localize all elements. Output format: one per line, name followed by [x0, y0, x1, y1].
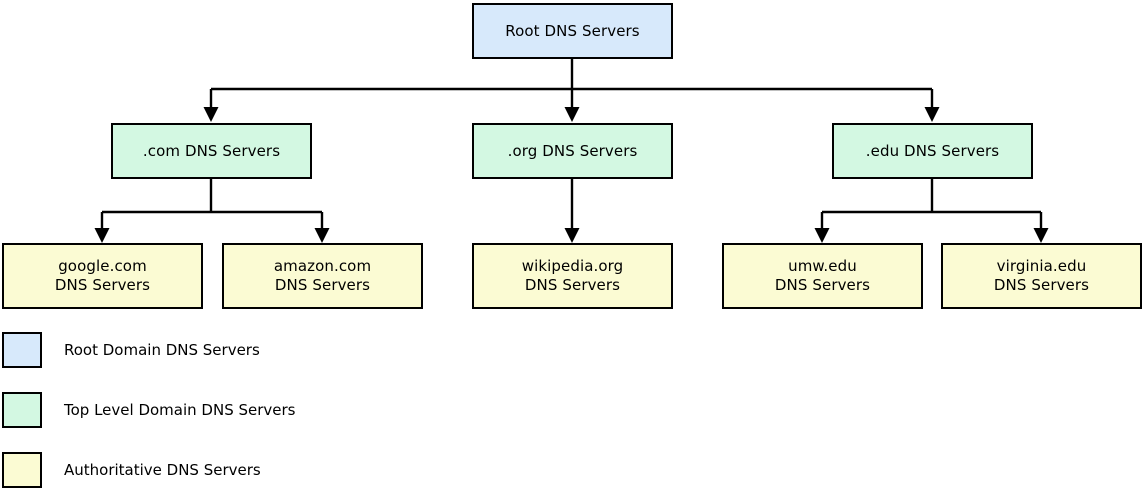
legend-swatch-root-domain	[2, 332, 42, 368]
edge-com-to-children	[94, 179, 330, 243]
node-label: .edu DNS Servers	[865, 141, 1000, 160]
node-com-dns-servers[interactable]: .com DNS Servers	[111, 123, 312, 179]
legend-item-top-level-domain: Top Level Domain DNS Servers	[2, 392, 295, 428]
legend-label: Authoritative DNS Servers	[64, 461, 261, 479]
node-wikipedia-org-dns-servers[interactable]: wikipedia.org DNS Servers	[472, 243, 673, 309]
node-label: .org DNS Servers	[507, 141, 638, 160]
node-label: virginia.edu DNS Servers	[993, 257, 1090, 294]
node-root-dns-servers[interactable]: Root DNS Servers	[472, 3, 673, 59]
node-org-dns-servers[interactable]: .org DNS Servers	[472, 123, 673, 179]
node-umw-edu-dns-servers[interactable]: umw.edu DNS Servers	[722, 243, 923, 309]
node-virginia-edu-dns-servers[interactable]: virginia.edu DNS Servers	[941, 243, 1142, 309]
node-label: google.com DNS Servers	[54, 257, 151, 294]
legend-swatch-top-level-domain	[2, 392, 42, 428]
edge-root-to-com	[203, 89, 219, 122]
node-amazon-com-dns-servers[interactable]: amazon.com DNS Servers	[222, 243, 423, 309]
node-label: .com DNS Servers	[142, 141, 281, 160]
node-label: Root DNS Servers	[505, 21, 640, 40]
node-google-com-dns-servers[interactable]: google.com DNS Servers	[2, 243, 203, 309]
node-label: wikipedia.org DNS Servers	[521, 257, 624, 294]
legend-item-root-domain: Root Domain DNS Servers	[2, 332, 260, 368]
edge-edu-to-children	[814, 179, 1049, 243]
legend-swatch-authoritative	[2, 452, 42, 488]
edge-root-to-edu	[924, 89, 940, 122]
edge-org-to-wikipedia	[564, 179, 580, 243]
edge-root-to-org	[564, 89, 580, 122]
node-edu-dns-servers[interactable]: .edu DNS Servers	[832, 123, 1033, 179]
node-label: amazon.com DNS Servers	[273, 257, 372, 294]
legend-label: Top Level Domain DNS Servers	[64, 401, 296, 419]
legend-label: Root Domain DNS Servers	[64, 341, 260, 359]
legend-item-authoritative: Authoritative DNS Servers	[2, 452, 261, 488]
edge-root-to-tld-bus	[211, 59, 932, 91]
node-label: umw.edu DNS Servers	[774, 257, 871, 294]
